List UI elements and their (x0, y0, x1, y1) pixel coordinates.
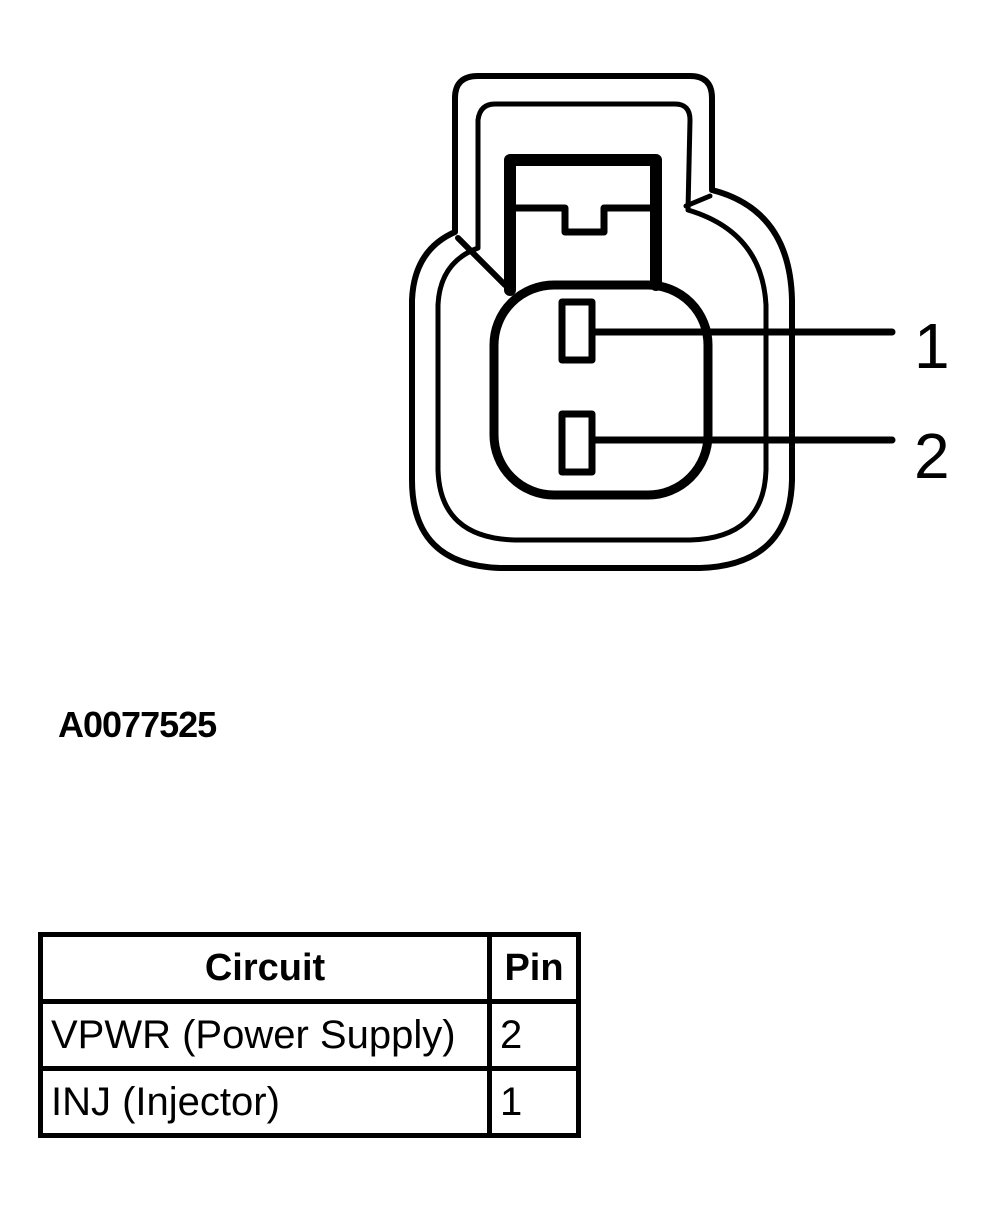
circuit-cell: INJ (Injector) (38, 1066, 492, 1138)
terminal-cavity (489, 280, 713, 500)
left-shoulder-line (455, 235, 508, 288)
locking-tab (504, 154, 662, 296)
pin-column-header: Pin (487, 932, 581, 1004)
pin-2-slot (558, 410, 596, 476)
tab-notch (508, 204, 658, 236)
pin-cell: 2 (487, 999, 581, 1071)
pin-cell: 1 (487, 1066, 581, 1138)
table-row: INJ (Injector) 1 (38, 1066, 581, 1138)
pin-1-label: 1 (914, 310, 950, 382)
table-header-row: Circuit Pin (38, 932, 581, 1004)
connector-inner-shell (435, 101, 769, 543)
connector-outer-shell (409, 73, 795, 571)
circuit-cell: VPWR (Power Supply) (38, 999, 492, 1071)
pin-1-slot (558, 298, 596, 364)
connector-diagram: 1 2 (409, 73, 950, 571)
pinout-table: Circuit Pin VPWR (Power Supply) 2 INJ (I… (38, 932, 581, 1138)
circuit-column-header: Circuit (38, 932, 492, 1004)
pin-2-label: 2 (914, 420, 950, 492)
figure-id: A0077525 (58, 704, 217, 745)
right-shoulder-line (683, 193, 713, 209)
table-row: VPWR (Power Supply) 2 (38, 999, 581, 1071)
